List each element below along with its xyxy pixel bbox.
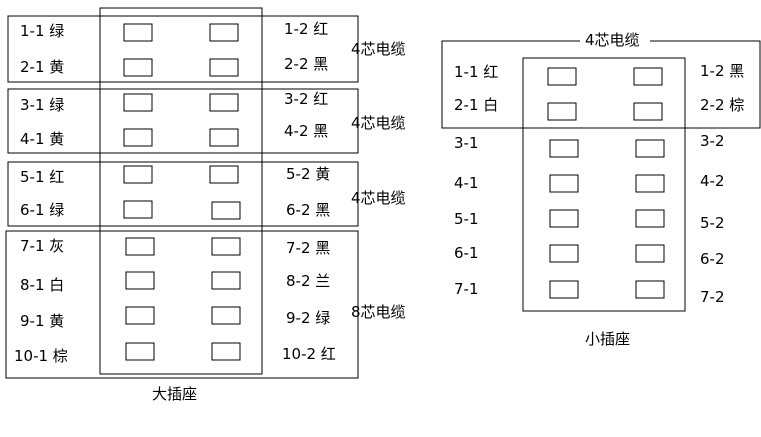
big-slot <box>123 200 153 219</box>
pin-label: 4-2 <box>700 172 725 190</box>
pin-label: 6-2 黑 <box>286 201 330 219</box>
small-slot <box>635 174 665 193</box>
big-slot <box>125 306 155 325</box>
pin-label: 10-1 棕 <box>14 347 68 365</box>
small-slot <box>635 244 665 263</box>
pin-label: 3-2 红 <box>284 90 328 108</box>
big-slot <box>211 342 241 361</box>
big-slot <box>209 58 239 77</box>
big-slot <box>211 237 241 256</box>
small-slot <box>549 209 579 228</box>
big-socket-body <box>99 7 263 375</box>
pin-label: 4-1 <box>454 174 479 192</box>
pin-label: 4-2 黑 <box>284 122 328 140</box>
pin-label: 1-2 红 <box>284 20 328 38</box>
pin-label: 9-1 黄 <box>20 312 64 330</box>
big-group-1-frame <box>7 15 359 83</box>
pin-label: 8-2 兰 <box>286 272 330 290</box>
small-slot <box>547 102 577 121</box>
cable-label: 4芯电缆 <box>351 189 406 207</box>
big-slot <box>125 271 155 290</box>
big-slot <box>209 128 239 147</box>
pin-label: 3-2 <box>700 132 725 150</box>
pin-label: 2-2 棕 <box>700 96 744 114</box>
big-slot <box>209 23 239 42</box>
pin-label: 5-1 红 <box>20 168 64 186</box>
big-slot <box>211 201 241 220</box>
pin-label: 3-1 <box>454 134 479 152</box>
pin-label: 1-1 绿 <box>20 22 64 40</box>
pin-label: 7-2 黑 <box>286 239 330 257</box>
cable-label: 4芯电缆 <box>585 31 640 49</box>
small-slot <box>549 280 579 299</box>
small-slot <box>549 139 579 158</box>
pin-label: 2-2 黑 <box>284 55 328 73</box>
big-slot <box>211 306 241 325</box>
small-slot <box>635 209 665 228</box>
pin-label: 2-1 黄 <box>20 58 64 76</box>
pin-label: 7-1 灰 <box>20 237 64 255</box>
pin-label: 6-2 <box>700 250 725 268</box>
small-slot <box>633 67 663 86</box>
big-slot <box>209 93 239 112</box>
pin-label: 9-2 绿 <box>286 309 330 327</box>
big-slot <box>123 165 153 184</box>
pin-label: 6-1 <box>454 244 479 262</box>
big-socket: 1-1 绿 2-1 黄 1-2 红 2-2 黑 4芯电缆 3-1 绿 4-1 黄… <box>5 7 406 403</box>
pin-label: 1-2 黑 <box>700 62 744 80</box>
pin-label: 2-1 白 <box>454 96 498 114</box>
big-slot <box>123 23 153 42</box>
pin-label: 8-1 白 <box>20 276 64 294</box>
big-slot <box>209 165 239 184</box>
small-socket-caption: 小插座 <box>585 330 630 348</box>
pin-label: 5-1 <box>454 210 479 228</box>
cable-label: 4芯电缆 <box>351 114 406 132</box>
big-slot <box>125 342 155 361</box>
big-slot <box>123 128 153 147</box>
big-slot <box>123 93 153 112</box>
pin-label: 10-2 红 <box>282 345 336 363</box>
big-socket-caption: 大插座 <box>152 385 197 403</box>
small-slot <box>547 67 577 86</box>
big-slot <box>125 237 155 256</box>
pin-label: 3-1 绿 <box>20 96 64 114</box>
pin-label: 5-2 黄 <box>286 165 330 183</box>
small-slot <box>635 280 665 299</box>
pin-label: 1-1 红 <box>454 63 498 81</box>
cable-label: 8芯电缆 <box>351 303 406 321</box>
pin-label: 6-1 绿 <box>20 201 64 219</box>
big-group-2-frame <box>7 88 359 154</box>
small-slot <box>635 139 665 158</box>
small-slot <box>633 102 663 121</box>
pin-label: 5-2 <box>700 214 725 232</box>
cable-label: 4芯电缆 <box>351 40 406 58</box>
small-socket-body <box>522 57 686 312</box>
big-group-3-frame <box>7 161 359 227</box>
big-slot <box>123 58 153 77</box>
pin-label: 4-1 黄 <box>20 130 64 148</box>
small-cable-frame <box>441 40 761 129</box>
small-slot <box>549 244 579 263</box>
pin-label: 7-2 <box>700 288 725 306</box>
big-group-4-frame <box>5 230 359 379</box>
small-slot <box>549 174 579 193</box>
small-socket: 4芯电缆 1-1 红 2-1 白 3-1 4-1 5-1 6-1 7-1 1-2… <box>441 31 761 348</box>
big-slot <box>211 271 241 290</box>
pin-label: 7-1 <box>454 280 479 298</box>
